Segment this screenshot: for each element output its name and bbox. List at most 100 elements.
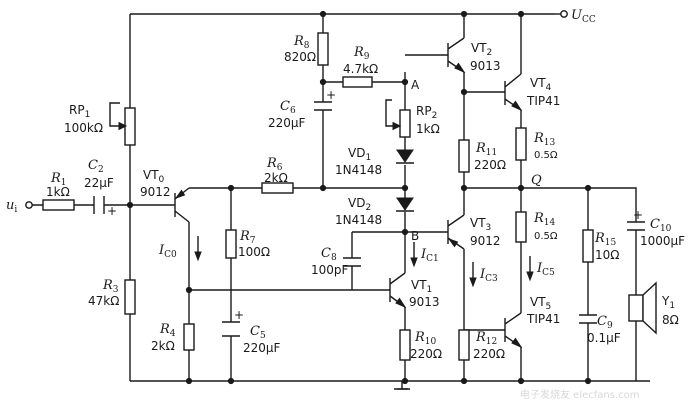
r12-label: R12 bbox=[475, 330, 497, 347]
node-q-label: Q bbox=[531, 173, 542, 188]
node-b-label: B bbox=[411, 229, 419, 243]
vd2-label: VD2 bbox=[348, 196, 371, 213]
r13-value: 0.5Ω bbox=[534, 150, 558, 161]
r4-body bbox=[183, 323, 195, 351]
vt3-label: VT3 bbox=[470, 216, 491, 233]
r1-label: R1 bbox=[50, 171, 67, 188]
ic1-label: IC1 bbox=[420, 247, 439, 264]
r15-label: R15 bbox=[594, 231, 617, 248]
r1-body bbox=[42, 199, 75, 211]
r6-body bbox=[261, 182, 294, 194]
r8-label: R8 bbox=[293, 34, 310, 51]
vt2-part: 9013 bbox=[470, 59, 501, 73]
r9-body bbox=[342, 76, 373, 88]
r3-body bbox=[124, 279, 136, 315]
vd1-label: VD1 bbox=[348, 146, 371, 163]
vcc-terminal bbox=[560, 10, 568, 18]
r8-value: 820Ω bbox=[284, 50, 316, 64]
vt1-label: VT1 bbox=[411, 278, 432, 295]
r1-value: 1kΩ bbox=[46, 185, 70, 199]
capacitor-plates bbox=[93, 101, 645, 337]
vt5-emitter-arrow bbox=[511, 337, 523, 349]
ic3-label: IC3 bbox=[479, 267, 498, 284]
vt4-part: TIP41 bbox=[526, 94, 560, 108]
input-label: ui bbox=[6, 198, 17, 215]
c2-label: C2 bbox=[88, 158, 104, 175]
node-a-label: A bbox=[411, 78, 420, 92]
speaker-label: Y1 bbox=[661, 294, 675, 311]
speaker-cone bbox=[642, 281, 657, 335]
vt5-label: VT5 bbox=[530, 295, 551, 312]
r4-value: 2kΩ bbox=[151, 339, 175, 353]
c9-value: 0.1μF bbox=[587, 331, 621, 345]
junction-dots bbox=[126, 10, 592, 385]
r7-value: 100Ω bbox=[238, 245, 270, 259]
r4-label: R4 bbox=[159, 322, 176, 339]
c10-label: C10 bbox=[650, 217, 672, 234]
r12-value: 220Ω bbox=[473, 347, 505, 361]
vt2-label: VT2 bbox=[471, 41, 492, 58]
r7-body bbox=[225, 229, 237, 259]
rp2-value: 1kΩ bbox=[416, 122, 440, 136]
current-arrows bbox=[194, 236, 534, 288]
r6-value: 2kΩ bbox=[264, 171, 288, 185]
vt4-label: VT4 bbox=[530, 76, 552, 93]
vt2-emitter-arrow bbox=[454, 62, 466, 74]
rp1-body bbox=[124, 107, 136, 146]
rp2-body bbox=[399, 109, 411, 138]
vt4-emitter-arrow bbox=[511, 100, 523, 112]
wires bbox=[32, 13, 650, 390]
vt5-part: TIP41 bbox=[526, 312, 560, 326]
vt3-emitter-arrow bbox=[447, 237, 459, 248]
c5-label: C5 bbox=[250, 324, 266, 341]
r15-body bbox=[582, 229, 594, 263]
r11-value: 220Ω bbox=[474, 158, 506, 172]
vd1-symbol bbox=[396, 149, 414, 163]
c9-label: C9 bbox=[597, 314, 613, 331]
rp1-value: 100kΩ bbox=[64, 121, 103, 135]
r7-label: R7 bbox=[239, 229, 256, 246]
r15-value: 10Ω bbox=[595, 248, 619, 262]
r11-body bbox=[458, 139, 470, 173]
r14-label: R14 bbox=[533, 211, 556, 228]
c5-plus: + bbox=[234, 308, 244, 322]
c6-label: C6 bbox=[280, 99, 296, 116]
vd2-part: 1N4148 bbox=[335, 213, 382, 227]
c8-value: 100pF bbox=[311, 263, 349, 277]
r13-body bbox=[515, 127, 527, 161]
speaker-value: 8Ω bbox=[662, 313, 679, 327]
c2-value: 22μF bbox=[84, 176, 114, 190]
c5-value: 220μF bbox=[243, 341, 281, 355]
watermark: 电子发烧友 elecfans.com bbox=[520, 388, 640, 401]
c8-label: C8 bbox=[321, 246, 337, 263]
r9-value: 4.7kΩ bbox=[343, 62, 378, 76]
r10-value: 220Ω bbox=[410, 347, 442, 361]
rp2-wiper-arrow bbox=[392, 121, 402, 131]
c6-plus: + bbox=[326, 88, 336, 102]
r10-body bbox=[399, 329, 411, 361]
c6-value: 220μF bbox=[268, 116, 306, 130]
ic5-label: IC5 bbox=[536, 261, 555, 278]
vt0-emitter-arrow bbox=[174, 189, 186, 200]
r6-label: R6 bbox=[266, 156, 283, 173]
resistor-bodies bbox=[42, 32, 594, 361]
r3-label: R3 bbox=[102, 278, 119, 295]
c2-plus: + bbox=[107, 204, 117, 218]
r9-label: R9 bbox=[353, 45, 370, 62]
r14-value: 0.5Ω bbox=[534, 231, 558, 242]
r3-value: 47kΩ bbox=[88, 294, 119, 308]
r12-body bbox=[458, 329, 470, 361]
vt1-part: 9013 bbox=[409, 295, 440, 309]
vd2-symbol bbox=[396, 197, 414, 211]
rp2-label: RP2 bbox=[416, 104, 437, 121]
rp1-label: RP1 bbox=[69, 103, 90, 120]
r11-label: R11 bbox=[475, 141, 497, 158]
r8-body bbox=[317, 32, 329, 66]
vt3-part: 9012 bbox=[470, 234, 501, 248]
supply-label: UCC bbox=[571, 8, 596, 25]
vt0-part: 9012 bbox=[140, 185, 171, 199]
r10-label: R10 bbox=[414, 330, 437, 347]
vt0-label: VT0 bbox=[143, 168, 165, 185]
input-terminal bbox=[25, 201, 33, 209]
